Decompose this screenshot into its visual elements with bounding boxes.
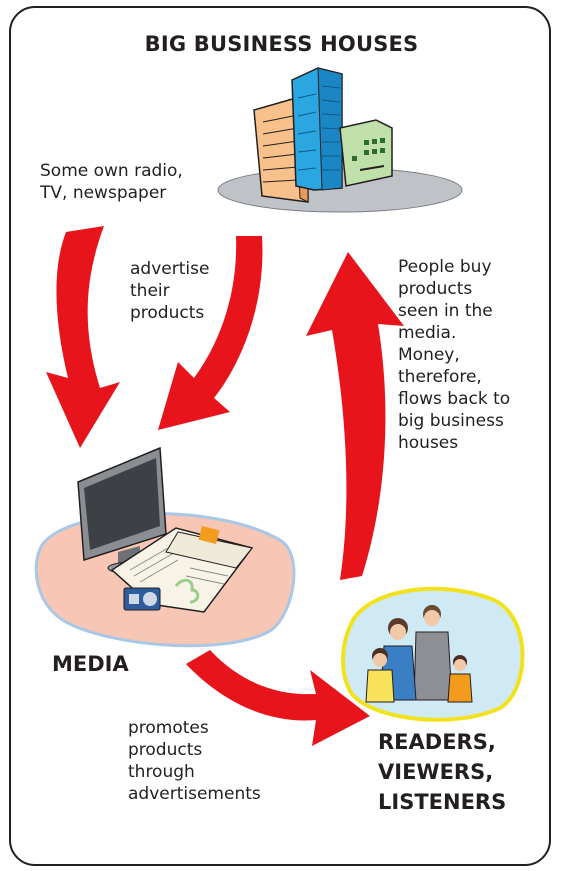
media-icon xyxy=(34,446,296,648)
family-icon xyxy=(341,586,525,722)
note-promotes: promotes products through advertisements xyxy=(128,718,261,804)
note-advertise: advertise their products xyxy=(130,259,210,323)
note-own-media: Some own radio, TV, newspaper xyxy=(40,161,183,203)
caption-media: MEDIA xyxy=(52,652,129,676)
arrow-own-media xyxy=(46,226,120,448)
arrow-money-back xyxy=(306,252,404,580)
buildings-icon xyxy=(217,67,463,213)
diagram-title: BIG BUSINESS HOUSES xyxy=(144,32,419,56)
arrows xyxy=(46,226,404,746)
arrow-advertise xyxy=(158,236,263,430)
diagram-frame xyxy=(9,6,551,866)
arrow-promotes xyxy=(186,650,370,746)
caption-audience: READERS, VIEWERS, LISTENERS xyxy=(378,730,507,814)
note-money-flow: People buy products seen in the media. M… xyxy=(398,257,511,453)
